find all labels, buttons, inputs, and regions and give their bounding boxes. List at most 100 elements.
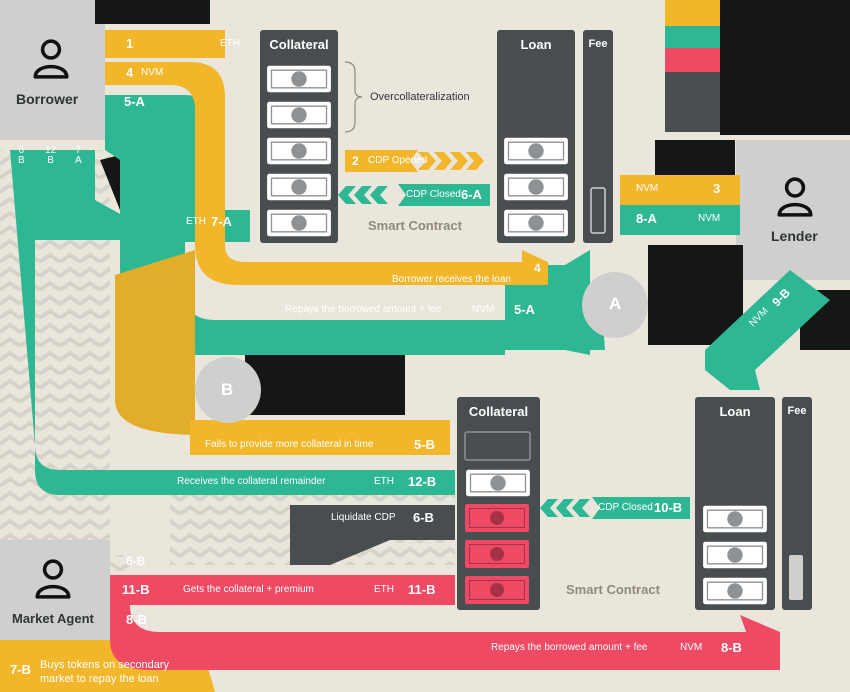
- flow-7a-num: 7-A: [211, 214, 232, 229]
- flow-4-unit: NVM: [141, 67, 164, 78]
- yellow-flow-arrow: [522, 250, 548, 285]
- cdp-closed-b-pill: [592, 497, 690, 519]
- person-icon: [33, 39, 69, 79]
- flow-4-num: 4: [126, 65, 134, 80]
- lender-label: Lender: [771, 228, 818, 244]
- overcollateralization-brace: [344, 61, 363, 133]
- flow-3-num: 3: [713, 181, 721, 196]
- bottom-collateral-title: Collateral: [468, 404, 529, 419]
- flow-1-num: 1: [126, 36, 134, 51]
- fails-label: Fails to provide more collateral in time: [205, 439, 374, 450]
- yellow-flow-4: [105, 62, 548, 285]
- banknote-icon: [465, 469, 531, 497]
- bottom-fee-title: Fee: [787, 405, 807, 417]
- legend-yellow: [665, 0, 720, 26]
- flow-5a-left: 5-A: [124, 94, 145, 109]
- circle-a: [582, 272, 648, 338]
- black-block: [245, 350, 405, 415]
- red-flow-11b: [110, 575, 455, 605]
- buys-line1: Buys tokens on secondary: [40, 659, 170, 671]
- buys-line2: market to repay the loan: [40, 673, 159, 685]
- legend-black-block: [720, 0, 850, 135]
- cdp-opened-chevrons: [418, 152, 484, 170]
- cdp-closed-chevrons: [338, 186, 388, 204]
- liquidate-label: Liquidate CDP: [331, 512, 396, 523]
- banknote-icon: [503, 173, 569, 201]
- flow-1-unit: ETH: [220, 38, 240, 49]
- borrower-label: Borrower: [16, 91, 79, 107]
- banknote-icon: [266, 101, 332, 129]
- repays-b-label: Repays the borrowed amount + fee: [491, 642, 648, 653]
- flow-6b-col: 6 B: [18, 145, 25, 166]
- flow-8b-left: 8-B: [126, 612, 147, 627]
- yellow-flow-1: [105, 30, 225, 58]
- cdp-opened-num: 2: [352, 154, 359, 168]
- overcollateralization-label: Overcollateralization: [370, 91, 470, 103]
- banknote-icon: [266, 173, 332, 201]
- repays-num: 5-A: [514, 302, 535, 317]
- flow-8a-unit: NVM: [698, 213, 721, 224]
- cdp-closed-label: CDP Closed: [406, 189, 461, 200]
- bottom-fee-fill: [789, 555, 803, 600]
- cdp-closed-pill: [398, 184, 490, 206]
- teal-flow-9b: [705, 270, 830, 390]
- banknote-icon-red: [465, 504, 529, 532]
- repays-b-unit: NVM: [680, 642, 703, 653]
- flow-7a-unit: ETH: [186, 216, 206, 227]
- cdp-closed-b-label: CDP Closed: [598, 502, 653, 513]
- teal-flow-12b: [60, 470, 455, 495]
- yellow-flow-3: [620, 175, 740, 205]
- fails-num: 5-B: [414, 437, 435, 452]
- top-collateral-title: Collateral: [269, 37, 329, 52]
- repays-unit: NVM: [472, 304, 495, 315]
- teal-flow-repays: [160, 242, 575, 350]
- market-agent-label: Market Agent: [12, 611, 94, 626]
- yellow-flow-5b-shadow: [115, 250, 400, 435]
- remainder-num: 12-B: [408, 474, 437, 489]
- premium-num-left: 11-B: [122, 582, 150, 597]
- teal-flow-left: [10, 150, 455, 495]
- legend-dark: [665, 72, 720, 132]
- liquidate-num: 6-B: [413, 510, 434, 525]
- bottom-loan-title: Loan: [719, 404, 751, 419]
- yellow-flow-5b: [190, 420, 450, 455]
- dark-flow-liquidate: [290, 505, 455, 565]
- remainder-label: Receives the collateral remainder: [177, 476, 326, 487]
- banknote-icon: [702, 541, 768, 569]
- repays-b-num: 8-B: [721, 640, 742, 655]
- bottom-smart-contract-label: Smart Contract: [566, 582, 660, 597]
- banknote-icon: [503, 209, 569, 237]
- red-flow-arrow: [740, 615, 780, 670]
- premium-num: 11-B: [408, 582, 436, 597]
- repays-label: Repays the borrowed amount + fee: [285, 304, 442, 315]
- circle-a-label: A: [609, 294, 622, 313]
- teal-flow-8a: [620, 205, 740, 235]
- black-block: [648, 245, 743, 345]
- banknote-icon: [266, 209, 332, 237]
- flow-7a-col: 7 A: [75, 145, 82, 166]
- empty-collateral-slot: [464, 431, 531, 461]
- person-icon: [35, 559, 71, 599]
- borrower-block: [0, 0, 105, 140]
- red-flow-8b: [110, 605, 775, 670]
- receives-loan-num: 4: [534, 261, 541, 275]
- top-smart-contract-label: Smart Contract: [368, 218, 462, 233]
- flow-3-unit: NVM: [636, 183, 659, 194]
- banknote-icon-red: [465, 576, 529, 604]
- circle-b-label: B: [221, 380, 234, 399]
- remainder-unit: ETH: [374, 476, 394, 487]
- premium-unit: ETH: [374, 584, 394, 595]
- black-block: [95, 0, 210, 24]
- top-loan-title: Loan: [520, 37, 552, 52]
- cdp-closed-b-num: 10-B: [654, 500, 683, 515]
- cdp-opened-label: CDP Opened: [368, 155, 428, 166]
- receives-loan-label: Borrower receives the loan: [392, 274, 511, 285]
- legend-teal: [665, 26, 720, 48]
- banknote-icon-red: [465, 540, 529, 568]
- banknote-icon: [503, 137, 569, 165]
- cdp-closed-num: 6-A: [461, 187, 482, 202]
- lender-block: [736, 140, 850, 280]
- top-fee-panel: [583, 30, 613, 243]
- circle-b: [195, 357, 261, 423]
